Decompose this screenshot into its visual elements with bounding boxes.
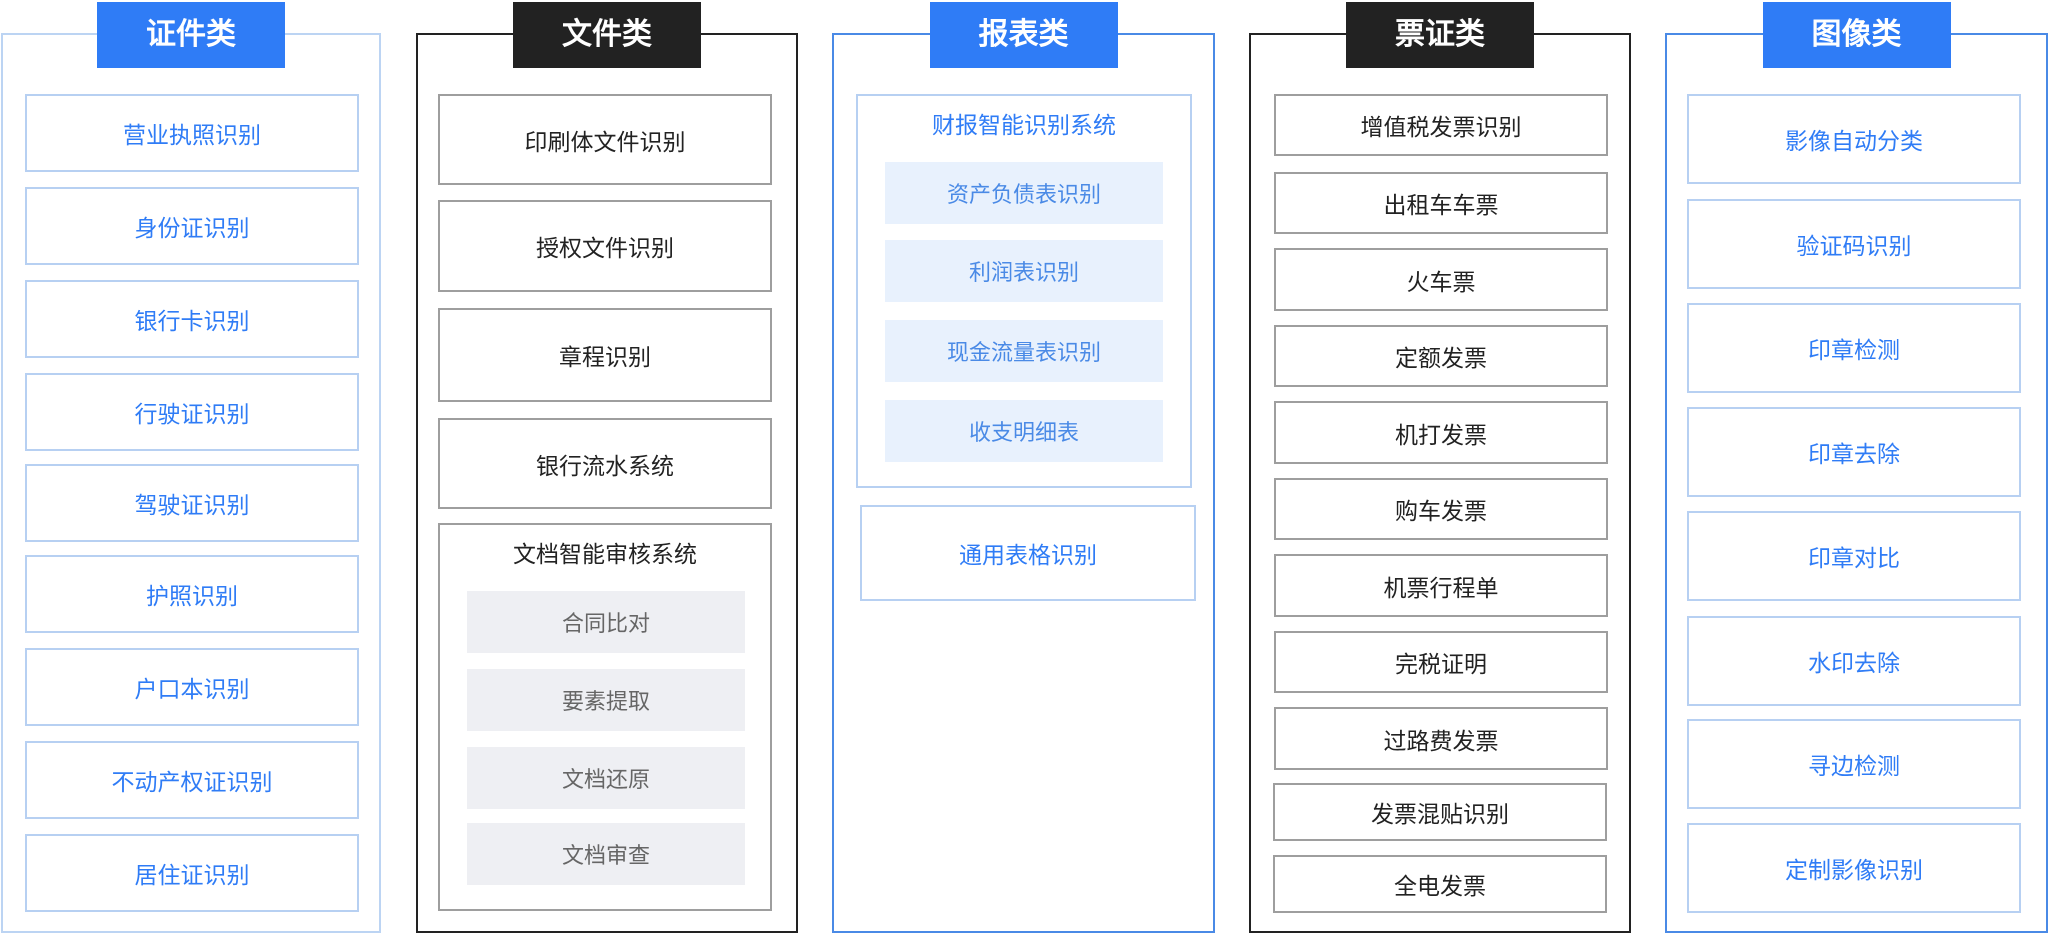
column-header-images: 图像类 <box>1762 2 1951 68</box>
column-images: 图像类 影像自动分类 验证码识别 印章检测 印章去除 印章对比 水印去除 寻边检… <box>1665 2 2048 933</box>
subitem-document-review[interactable]: 文档审查 <box>467 823 745 885</box>
item-edge-detection[interactable]: 寻边检测 <box>1687 719 2021 809</box>
subitem-cash-flow-statement[interactable]: 现金流量表识别 <box>885 320 1163 382</box>
item-driver-license[interactable]: 驾驶证识别 <box>25 464 359 542</box>
item-e-invoice[interactable]: 全电发票 <box>1273 855 1607 913</box>
item-vehicle-license[interactable]: 行驶证识别 <box>25 373 359 451</box>
group-title-document-review: 文档智能审核系统 <box>513 542 697 568</box>
group-document-review-system: 文档智能审核系统 合同比对 要素提取 文档还原 文档审查 <box>438 523 772 911</box>
item-household-register[interactable]: 户口本识别 <box>25 648 359 726</box>
item-general-table[interactable]: 通用表格识别 <box>860 505 1196 601</box>
item-residence-permit[interactable]: 居住证识别 <box>25 834 359 912</box>
subitem-contract-comparison[interactable]: 合同比对 <box>467 591 745 653</box>
item-property-certificate[interactable]: 不动产权证识别 <box>25 741 359 819</box>
item-printed-document[interactable]: 印刷体文件识别 <box>438 94 772 185</box>
item-seal-removal[interactable]: 印章去除 <box>1687 407 2021 497</box>
item-seal-comparison[interactable]: 印章对比 <box>1687 511 2021 601</box>
column-header-id-docs: 证件类 <box>97 2 285 68</box>
subitem-income-expense-detail[interactable]: 收支明细表 <box>885 400 1163 462</box>
column-invoices: 票证类 增值税发票识别 出租车车票 火车票 定额发票 机打发票 购车发票 机票行… <box>1249 2 1631 933</box>
item-toll-invoice[interactable]: 过路费发票 <box>1274 707 1608 770</box>
item-vat-invoice[interactable]: 增值税发票识别 <box>1274 94 1608 156</box>
group-title-financial-report: 财报智能识别系统 <box>932 113 1116 139</box>
item-id-card[interactable]: 身份证识别 <box>25 187 359 265</box>
column-reports: 报表类 财报智能识别系统 资产负债表识别 利润表识别 现金流量表识别 收支明细表… <box>832 2 1215 933</box>
subitem-element-extraction[interactable]: 要素提取 <box>467 669 745 731</box>
item-articles-of-association[interactable]: 章程识别 <box>438 308 772 402</box>
item-train-ticket[interactable]: 火车票 <box>1274 248 1608 311</box>
column-files: 文件类 印刷体文件识别 授权文件识别 章程识别 银行流水系统 文档智能审核系统 … <box>416 2 798 933</box>
subitem-income-statement[interactable]: 利润表识别 <box>885 240 1163 302</box>
item-authorization-document[interactable]: 授权文件识别 <box>438 200 772 292</box>
item-bank-card[interactable]: 银行卡识别 <box>25 280 359 358</box>
item-seal-detection[interactable]: 印章检测 <box>1687 303 2021 393</box>
item-machine-printed-invoice[interactable]: 机打发票 <box>1274 401 1608 464</box>
item-quota-invoice[interactable]: 定额发票 <box>1274 325 1608 387</box>
item-auto-classification[interactable]: 影像自动分类 <box>1687 94 2021 184</box>
item-business-license[interactable]: 营业执照识别 <box>25 94 359 172</box>
item-passport[interactable]: 护照识别 <box>25 555 359 633</box>
item-flight-itinerary[interactable]: 机票行程单 <box>1274 554 1608 617</box>
item-car-purchase-invoice[interactable]: 购车发票 <box>1274 478 1608 540</box>
subitem-balance-sheet[interactable]: 资产负债表识别 <box>885 162 1163 224</box>
item-mixed-invoice[interactable]: 发票混贴识别 <box>1273 783 1607 841</box>
column-id-docs: 证件类 营业执照识别 身份证识别 银行卡识别 行驶证识别 驾驶证识别 护照识别 … <box>1 2 381 933</box>
subitem-document-restoration[interactable]: 文档还原 <box>467 747 745 809</box>
column-header-reports: 报表类 <box>929 2 1118 68</box>
column-header-invoices: 票证类 <box>1346 2 1534 68</box>
item-custom-image-recognition[interactable]: 定制影像识别 <box>1687 823 2021 913</box>
item-taxi-ticket[interactable]: 出租车车票 <box>1274 172 1608 234</box>
item-watermark-removal[interactable]: 水印去除 <box>1687 616 2021 706</box>
item-captcha[interactable]: 验证码识别 <box>1687 199 2021 289</box>
item-bank-statement-system[interactable]: 银行流水系统 <box>438 418 772 509</box>
item-tax-payment-certificate[interactable]: 完税证明 <box>1274 631 1608 693</box>
group-financial-report-system: 财报智能识别系统 资产负债表识别 利润表识别 现金流量表识别 收支明细表 <box>856 94 1192 488</box>
column-header-files: 文件类 <box>513 2 701 68</box>
